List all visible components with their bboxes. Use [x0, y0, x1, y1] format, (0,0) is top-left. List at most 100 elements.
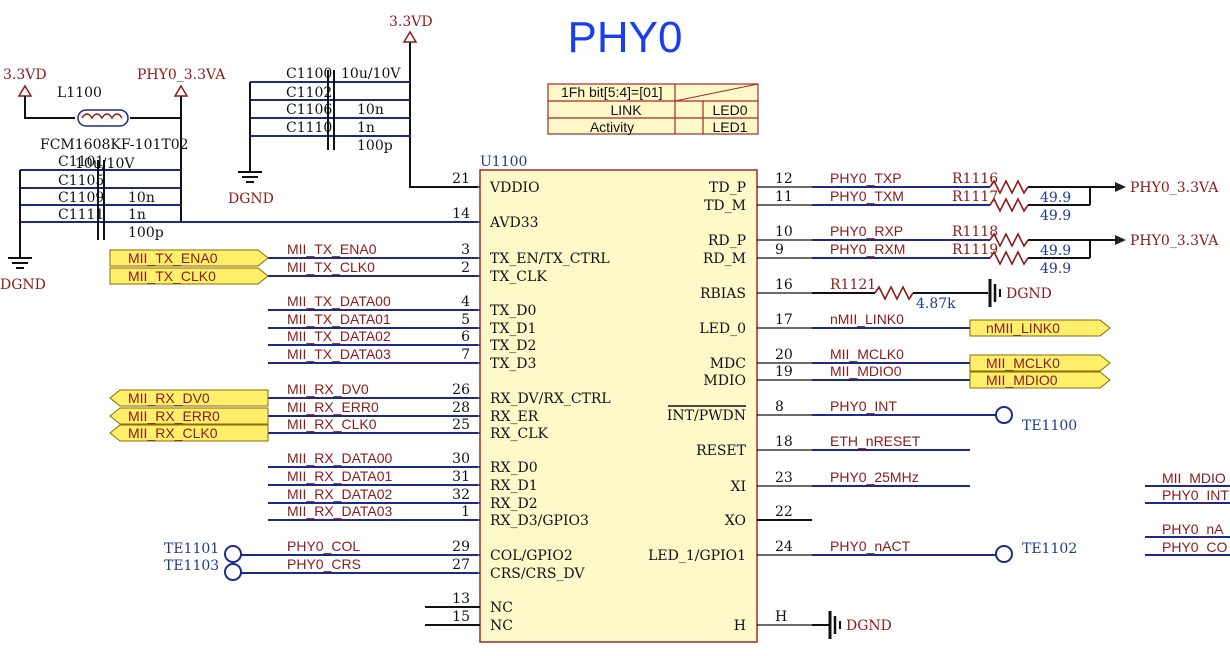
pin-name: LED_1/GPIO1 — [648, 548, 746, 564]
svg-text:DGND: DGND — [0, 277, 46, 293]
pin-name: TX_CLK — [490, 269, 547, 285]
led-config-table: 1Fh bit[5:4]=[01] LINK LED0 Activity LED… — [547, 83, 759, 135]
pin-number: 16 — [775, 277, 793, 293]
port-label — [969, 371, 1111, 389]
net-label: PHY0_RXP — [830, 223, 903, 239]
net-label: PHY0_TXP — [830, 170, 902, 186]
pin-name: RX_ER — [490, 409, 539, 425]
svg-text:10n: 10n — [128, 190, 155, 206]
page-title: PHY0 — [568, 13, 683, 62]
svg-text:1n: 1n — [357, 120, 375, 136]
pin-number: 5 — [461, 312, 470, 328]
net-label: PHY0_CRS — [287, 556, 361, 572]
pin-number: 24 — [775, 539, 793, 555]
svg-text:TE1102: TE1102 — [1022, 541, 1077, 557]
pin-number: 18 — [775, 434, 793, 450]
pin-name: TX_D3 — [490, 356, 536, 372]
svg-text:L1100: L1100 — [57, 85, 102, 101]
pin-number: 12 — [775, 171, 793, 187]
svg-text:PHY0_CO: PHY0_CO — [1162, 539, 1227, 555]
svg-text:DGND: DGND — [228, 191, 274, 207]
svg-text:PHY0_3.3VA: PHY0_3.3VA — [137, 67, 226, 83]
pin-name: COL/GPIO2 — [490, 548, 573, 564]
resistor-value: 49.9 — [1040, 208, 1071, 224]
port-label — [969, 319, 1111, 337]
net-label: MII_TX_CLK0 — [287, 259, 375, 275]
svg-text:C1110: C1110 — [286, 120, 332, 136]
pin-number: 31 — [452, 469, 470, 485]
svg-text:100p: 100p — [357, 138, 393, 154]
resistor-ref: R1116 — [952, 171, 998, 187]
net-label: MII_RX_DATA01 — [287, 468, 393, 484]
pin-number: 6 — [461, 329, 470, 345]
pin-name: TX_D2 — [490, 338, 536, 354]
pin-name: TX_EN/TX_CTRL — [490, 251, 610, 267]
pin-number: 1 — [461, 504, 470, 520]
svg-text:C1100: C1100 — [286, 66, 332, 82]
net-label: MII_TX_DATA02 — [287, 328, 391, 344]
pin-name: MDIO — [703, 373, 746, 389]
edge-nets: MII_MDIO PHY0_INT PHY0_nA PHY0_CO — [1145, 470, 1230, 556]
net-label: MII_TX_DATA03 — [287, 346, 391, 362]
pin-number: 29 — [452, 539, 470, 555]
pin-number: 25 — [452, 417, 470, 433]
resistor-ref: R1119 — [952, 242, 998, 258]
svg-text:TE1103: TE1103 — [164, 558, 219, 574]
pin-name: NC — [490, 600, 513, 616]
svg-text:10u/10V: 10u/10V — [75, 156, 135, 172]
svg-text:C1101: C1101 — [58, 154, 104, 170]
pin-number: 13 — [452, 591, 470, 607]
svg-text:C1102: C1102 — [286, 85, 332, 101]
svg-text:10u/10V: 10u/10V — [341, 66, 401, 82]
net-label: MII_MDIO0 — [830, 363, 902, 379]
pin-name: NC — [490, 618, 513, 634]
pin-number: 21 — [452, 171, 470, 187]
pin-name: RD_M — [703, 251, 746, 267]
pin-number: H — [775, 609, 787, 625]
ground-label: DGND — [1006, 286, 1052, 302]
pin-number: 26 — [452, 382, 470, 398]
pin-name: RX_DV/RX_CTRL — [490, 391, 611, 407]
pin-number: 10 — [775, 224, 793, 240]
pin-number: 11 — [775, 189, 793, 205]
pin-number: 2 — [461, 260, 470, 276]
port-text: MII_RX_ERR0 — [128, 408, 220, 424]
pin-name: RD_P — [708, 233, 746, 249]
pin-name: TD_P — [709, 180, 746, 196]
net-label: PHY0_nACT — [830, 538, 911, 554]
pin-name: TX_D1 — [490, 321, 536, 337]
pin-name: H — [734, 618, 746, 634]
ground-label: DGND — [846, 618, 892, 634]
net-label: ETH_nRESET — [830, 433, 921, 449]
svg-text:C1105: C1105 — [58, 173, 104, 189]
net-label: MII_RX_ERR0 — [287, 399, 379, 415]
net-label: MII_RX_DATA00 — [287, 450, 393, 466]
pin-number: 23 — [775, 470, 793, 486]
pin-name: MDC — [710, 356, 746, 372]
pin-number: 30 — [452, 451, 470, 467]
port-label — [969, 354, 1111, 372]
pin-name: RESET — [696, 443, 747, 459]
resistor-value: 49.9 — [1040, 261, 1071, 277]
pin-name: RX_D1 — [490, 478, 538, 494]
pin-name: VDDIO — [489, 180, 540, 196]
port-text: MII_MDIO0 — [986, 372, 1058, 388]
svg-text:PHY0_nA: PHY0_nA — [1162, 521, 1224, 537]
net-label: PHY0_COL — [287, 538, 360, 554]
svg-text:C1111: C1111 — [58, 207, 104, 223]
pin-name: LED_0 — [699, 321, 746, 337]
table-cell: LED0 — [712, 102, 747, 118]
port-label — [109, 249, 269, 267]
svg-text:3.3VD: 3.3VD — [3, 67, 47, 83]
pin-number: 27 — [452, 557, 470, 573]
net-label: MII_MCLK0 — [830, 346, 904, 362]
svg-text:100p: 100p — [128, 225, 164, 241]
pin-name: RX_D0 — [490, 460, 538, 476]
net-label: nMII_LINK0 — [830, 311, 904, 327]
table-cell: LED1 — [712, 119, 747, 135]
power-label-3v3vd: 3.3VD — [389, 14, 433, 30]
port-text: MII_RX_DV0 — [128, 390, 210, 406]
resistor-ref: R1121 — [830, 277, 876, 293]
pin-name: TD_M — [704, 198, 746, 214]
